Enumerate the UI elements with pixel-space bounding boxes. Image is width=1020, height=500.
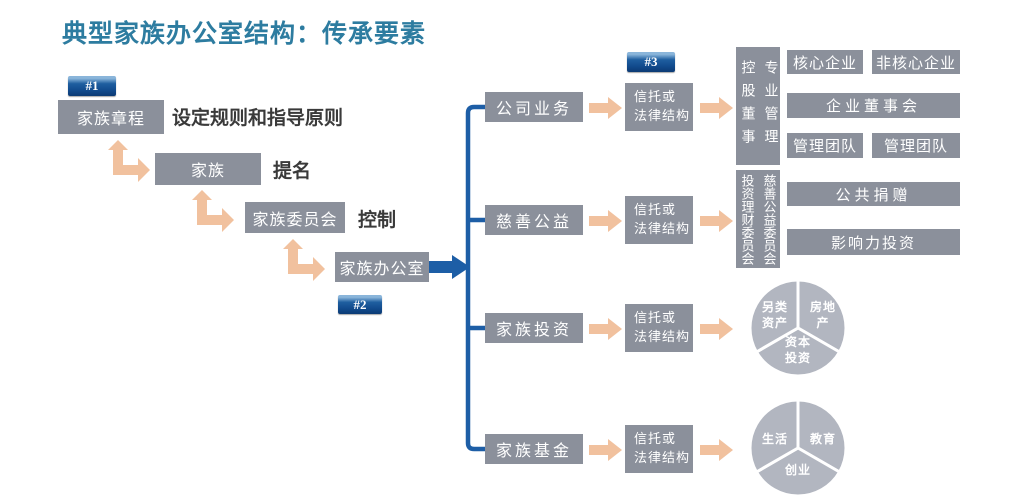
box-family-fund: 家族基金	[485, 434, 583, 464]
badge-2: #2	[338, 295, 382, 314]
peach-arrow-icon	[589, 318, 622, 340]
peach-arrow-icon	[700, 210, 733, 232]
note-charter: 设定规则和指导原则	[172, 108, 344, 129]
pie-slice-label-life: 生活	[761, 432, 788, 446]
box-family-committee: 家族委员会	[245, 202, 345, 233]
elbow-arrow-icon	[283, 239, 325, 281]
vertical-box-holding-directors: 控股董事 专业管理	[736, 47, 780, 165]
box-charity: 慈善公益	[485, 205, 583, 235]
box-management-team-2: 管理团队	[872, 133, 960, 158]
pie-slice-label-entrepreneurship: 创业	[784, 463, 811, 477]
elbow-arrow-icon	[192, 190, 234, 232]
peach-arrow-icon	[589, 210, 622, 232]
vertical-label-left: 投资理财委员会	[739, 173, 755, 265]
pie-icon	[748, 278, 848, 378]
blue-arrow-icon	[429, 255, 470, 279]
peach-arrow-icon	[589, 97, 622, 119]
box-family-charter: 家族章程	[58, 100, 164, 134]
pie-slice-label-education: 教育	[809, 432, 836, 446]
box-noncore-enterprise: 非核心企业	[872, 50, 960, 74]
note-family: 提名	[273, 161, 312, 182]
box-trust-structure: 信托或 法律结构	[625, 196, 693, 244]
pie-slice-label-alternative-assets: 另类 资产	[761, 300, 788, 330]
vertical-label-right: 专业管理	[762, 60, 778, 152]
box-family: 家族	[155, 153, 261, 185]
box-trust-structure: 信托或 法律结构	[625, 83, 693, 131]
box-trust-structure: 信托或 法律结构	[625, 304, 693, 352]
pie-slice-label-capital-investment: 资本 投资	[784, 335, 811, 365]
badge-3: #3	[627, 52, 675, 72]
peach-arrow-icon	[700, 97, 733, 119]
pie-slice-label-real-estate: 房地 产	[809, 300, 836, 330]
box-management-team-1: 管理团队	[787, 133, 863, 158]
elbow-arrow-icon	[108, 140, 150, 182]
peach-arrow-icon	[589, 439, 622, 461]
box-company-business: 公司业务	[485, 92, 583, 122]
page-title: 典型家族办公室结构：传承要素	[62, 21, 427, 48]
box-public-donation: 公共捐赠	[787, 182, 960, 206]
pie-chart-investment: 另类 资产 房地 产 资本 投资	[748, 278, 848, 378]
vertical-label-right: 慈善公益委员会	[761, 173, 777, 265]
pie-icon	[748, 398, 848, 498]
peach-arrow-icon	[700, 439, 733, 461]
box-core-enterprise: 核心企业	[787, 50, 863, 74]
vertical-label-left: 控股董事	[739, 60, 755, 152]
box-trust-structure: 信托或 法律结构	[625, 425, 693, 473]
pie-chart-fund: 生活 教育 创业	[748, 398, 848, 498]
box-family-office: 家族办公室	[335, 252, 429, 282]
connector-bracket	[465, 104, 488, 452]
peach-arrow-icon	[700, 318, 733, 340]
box-corporate-board: 企业董事会	[787, 93, 960, 118]
badge-1: #1	[68, 76, 116, 96]
box-impact-investing: 影响力投资	[787, 229, 960, 255]
vertical-box-committees: 投资理财委员会 慈善公益委员会	[736, 170, 780, 268]
note-committee: 控制	[358, 210, 397, 231]
box-family-investment: 家族投资	[485, 313, 583, 343]
